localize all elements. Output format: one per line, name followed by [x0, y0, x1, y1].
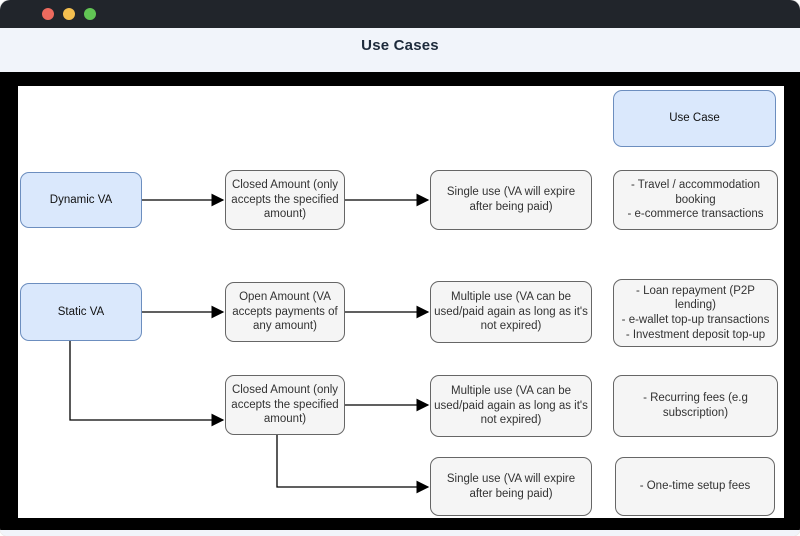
connector-static-to-closed-row3: [69, 341, 225, 427]
diagram-canvas: Use Case Dynamic VA Closed Amount (only …: [18, 86, 784, 518]
node-multiple-use-row2: Multiple use (VA can be used/paid again …: [430, 281, 592, 343]
node-closed-amount-row1: Closed Amount (only accepts the specifie…: [225, 170, 345, 230]
close-button-icon[interactable]: [42, 8, 54, 20]
node-single-use-row1: Single use (VA will expire after being p…: [430, 170, 592, 230]
window-controls: [42, 8, 96, 20]
node-closed-amount-row3: Closed Amount (only accepts the specifie…: [225, 375, 345, 435]
node-use-case-header: Use Case: [613, 90, 776, 147]
connector-closed-to-single-row4: [276, 435, 430, 494]
node-single-use-row4: Single use (VA will expire after being p…: [430, 457, 592, 516]
node-usecase-row2: - Loan repayment (P2P lending) - e-walle…: [613, 279, 778, 347]
node-static-va: Static VA: [20, 283, 142, 341]
diagram-frame: Use Case Dynamic VA Closed Amount (only …: [0, 72, 800, 530]
connector-layer: [69, 193, 430, 494]
page-background: Use Cases Use: [0, 28, 800, 536]
node-dynamic-va: Dynamic VA: [20, 172, 142, 228]
window-titlebar: [0, 0, 800, 28]
node-usecase-row3: - Recurring fees (e.g subscription): [613, 375, 778, 437]
page-title: Use Cases: [361, 36, 439, 54]
minimize-button-icon[interactable]: [63, 8, 75, 20]
page-header: Use Cases: [0, 28, 800, 62]
node-usecase-row4: - One-time setup fees: [615, 457, 775, 516]
zoom-button-icon[interactable]: [84, 8, 96, 20]
node-multiple-use-row3: Multiple use (VA can be used/paid again …: [430, 375, 592, 437]
node-usecase-row1: - Travel / accommodation booking - e-com…: [613, 170, 778, 230]
node-open-amount-row2: Open Amount (VA accepts payments of any …: [225, 282, 345, 342]
